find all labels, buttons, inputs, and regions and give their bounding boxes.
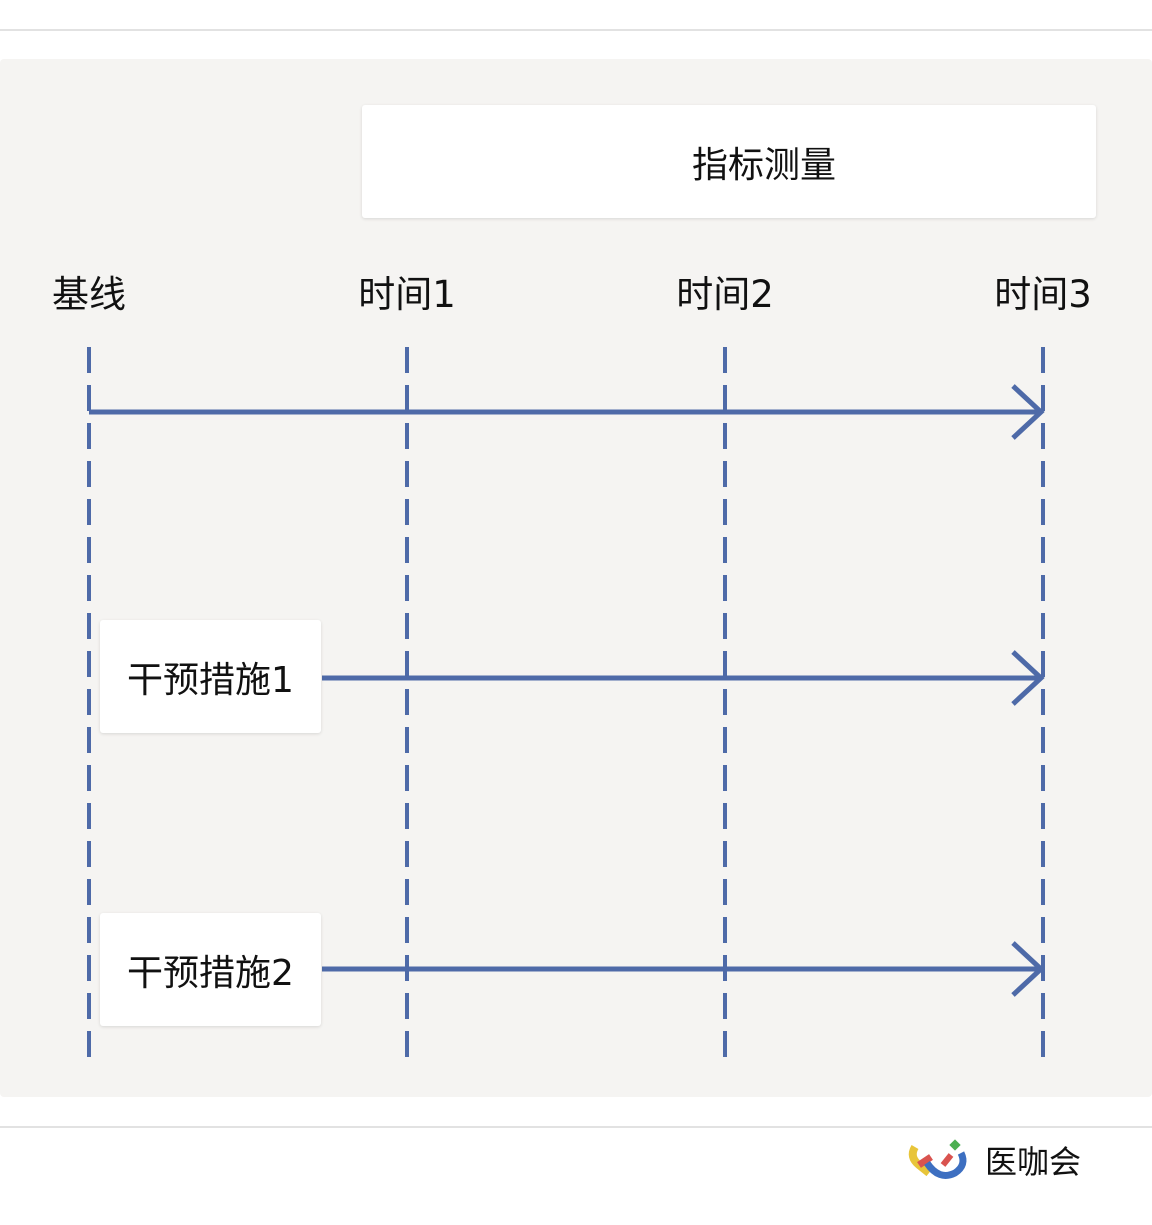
timepoint-label: 时间2 (676, 273, 774, 316)
intervention-label: 干预措施2 (127, 952, 294, 994)
logo-text: 医咖会 (985, 1143, 1082, 1181)
timepoint-label: 时间3 (994, 273, 1092, 316)
timepoint-label: 时间1 (358, 273, 456, 316)
timepoint-label: 基线 (52, 273, 126, 316)
measurement-header: 指标测量 (362, 105, 1096, 218)
bottom-divider (0, 1126, 1152, 1128)
logo-icon (908, 1139, 967, 1179)
intervention2-arrowhead (1011, 941, 1045, 997)
intervention1-arrowhead (1011, 650, 1045, 706)
intervention-label: 干预措施1 (127, 659, 294, 701)
watermark-logo: 医咖会 (905, 1135, 1081, 1185)
intervention-box: 干预措施1 (100, 620, 321, 733)
control-arrowhead (1011, 384, 1045, 440)
intervention-box: 干预措施2 (100, 913, 321, 1026)
measurement-title: 指标测量 (691, 144, 836, 186)
top-divider (0, 29, 1152, 31)
